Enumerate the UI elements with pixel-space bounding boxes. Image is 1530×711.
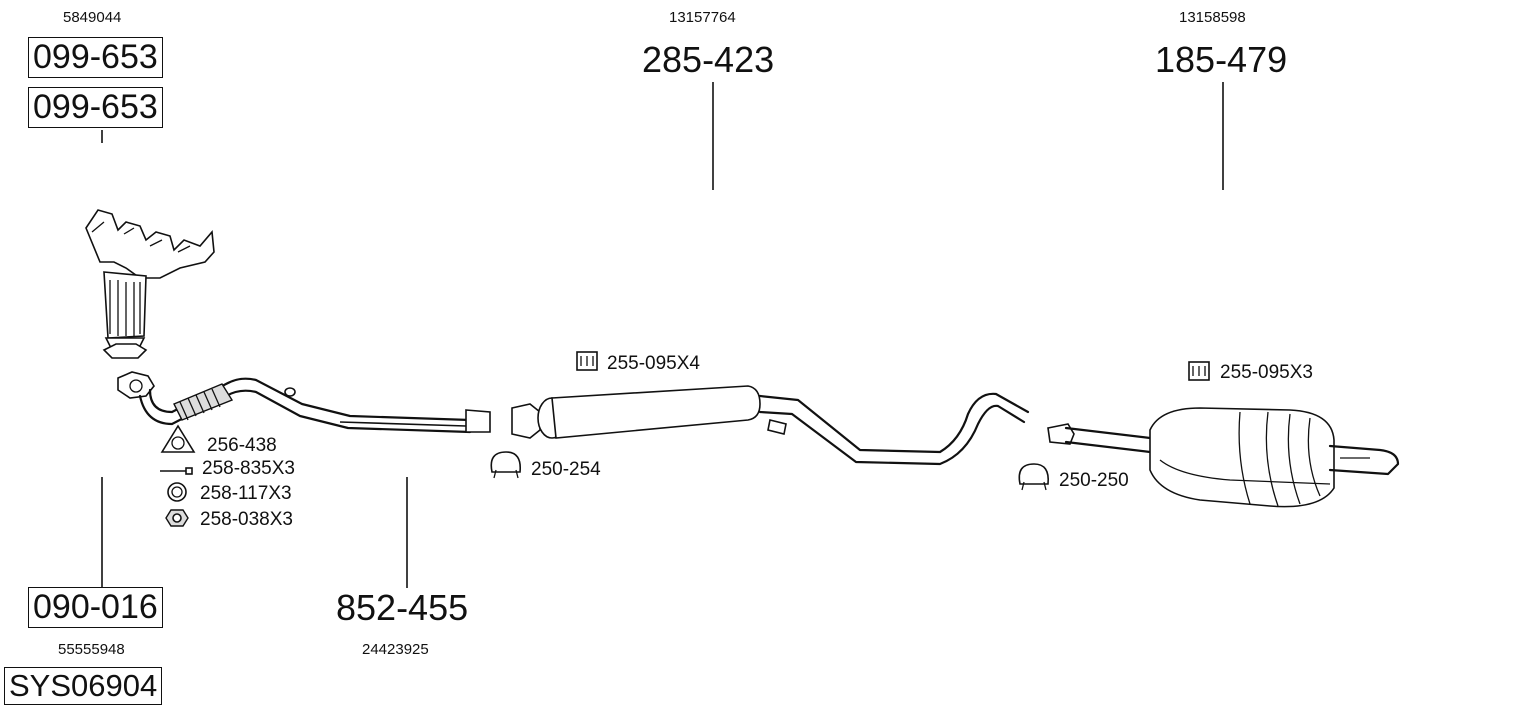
system-code[interactable]: SYS06904 — [4, 667, 163, 705]
rubber-mount-icon — [576, 351, 598, 371]
rear-silencer-oem-number: 13158598 — [1179, 9, 1246, 26]
nut-icon — [165, 509, 189, 527]
clamp-icon — [490, 451, 522, 479]
ring-icon — [167, 482, 187, 502]
ring-code[interactable]: 258-117X3 — [200, 483, 292, 504]
rubber-mount-mid-code[interactable]: 255-095X4 — [607, 353, 700, 374]
middle-silencer — [511, 385, 1030, 466]
rubber-mount-rear-code[interactable]: 255-095X3 — [1220, 362, 1313, 383]
clamp-rear-code[interactable]: 250-250 — [1059, 470, 1129, 491]
manifold-oem-number: 5849044 — [63, 9, 122, 26]
rubber-mount-icon — [1188, 361, 1210, 381]
manifold-part-code-2[interactable]: 099-653 — [28, 87, 163, 128]
bolt-code[interactable]: 258-835X3 — [202, 458, 295, 479]
middle-silencer-oem-number: 13157764 — [669, 9, 736, 26]
rear-silencer-part-code[interactable]: 185-479 — [1155, 39, 1288, 80]
gasket-icon — [160, 424, 196, 453]
rear-silencer — [1047, 407, 1400, 508]
manifold-part-code-1[interactable]: 099-653 — [28, 37, 163, 78]
clamp-mid-code[interactable]: 250-254 — [531, 459, 601, 480]
cat-pipe-oem-number: 55555948 — [58, 641, 125, 658]
middle-silencer-part-code[interactable]: 285-423 — [642, 39, 775, 80]
clamp-icon — [1018, 463, 1050, 491]
front-pipe-oem-number: 24423925 — [362, 641, 429, 658]
gasket-code[interactable]: 256-438 — [207, 435, 277, 456]
front-pipe-part-code[interactable]: 852-455 — [336, 587, 469, 628]
front-pipe — [117, 371, 491, 434]
nut-code[interactable]: 258-038X3 — [200, 509, 293, 530]
cat-pipe-part-code[interactable]: 090-016 — [28, 587, 163, 628]
manifold-catalyst — [85, 209, 215, 359]
bolt-icon — [160, 467, 193, 475]
